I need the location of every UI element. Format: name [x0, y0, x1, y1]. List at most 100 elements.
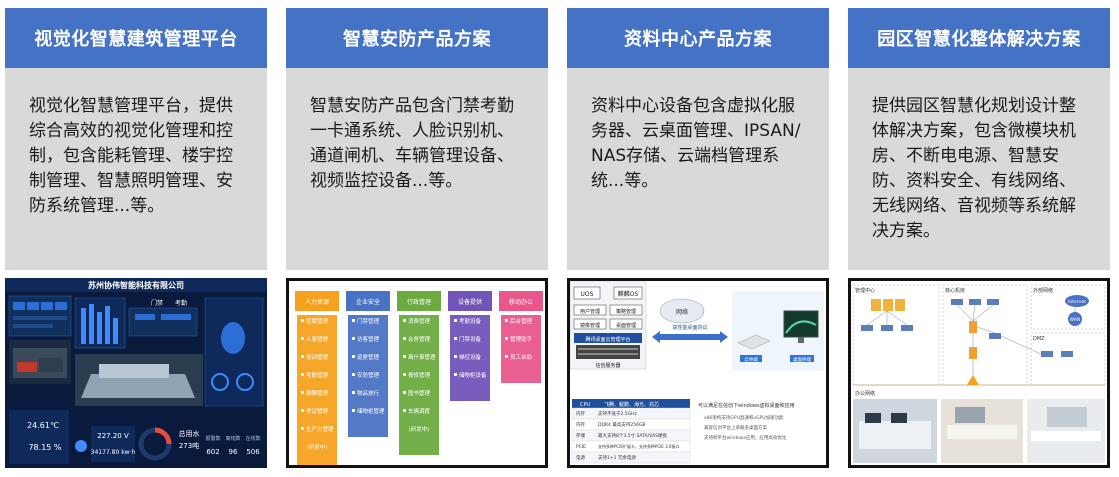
- column-item: 离什事管理: [408, 353, 436, 361]
- note-0: x86架构支持GPU直通和vGPU加速功能: [704, 414, 784, 421]
- column-item: 考证管理: [306, 407, 329, 415]
- card-title: 智慧安防产品方案: [286, 8, 548, 68]
- spec-table-rows: 内存 支持不低于2.5GHz 内存 DDR4 最高支持256GB 存储 最大支持…: [571, 407, 691, 464]
- column-header-bg: [397, 291, 441, 311]
- column-item-bullet: [301, 391, 304, 394]
- column-item: 培训管理: [306, 353, 329, 361]
- card-description: 视觉化智慧管理平台，提供综合高效的视觉化管理和控制，包含能耗管理、楼宇控制管理、…: [5, 68, 267, 270]
- column-item: 图书管理: [408, 389, 431, 397]
- column-item-bullet: [505, 355, 508, 358]
- column-item: 消费管理: [408, 317, 431, 325]
- column-item-bullet: [352, 373, 355, 376]
- gauge-label: 总用水: [179, 429, 200, 438]
- temperature-value: 24.61℃: [27, 421, 59, 430]
- zone-management: 管理中心: [855, 287, 875, 294]
- column-item-bullet: [301, 409, 304, 412]
- column-item: 梯控设备: [459, 353, 482, 361]
- box-uos: UOS: [581, 291, 594, 298]
- column-header: 设备提供: [458, 298, 482, 306]
- column-item-bullet: [352, 319, 355, 322]
- column-item-bullet: [454, 337, 457, 340]
- table-head-vendors: 飞腾、鲲鹏、海光、兆芯: [604, 401, 659, 408]
- card-building-platform: 视觉化智慧建筑管理平台 视觉化智慧管理平台，提供综合高效的视觉化管理和控制，包含…: [5, 8, 267, 468]
- zone-core-room: 核心机房: [945, 287, 965, 294]
- column-header: 移动办公: [509, 298, 533, 306]
- table-row-3-val: 支持多种PCIE扩展卡，支持多种PCIE 3.0接口: [598, 443, 679, 449]
- zone-dmz: DMZ: [1033, 336, 1045, 342]
- column-item-bullet: [352, 391, 355, 394]
- column-header-bg: [499, 291, 543, 311]
- column-item-bullet: [301, 337, 304, 340]
- column-item-bullet: [403, 409, 406, 412]
- stat-value-online: 506: [246, 448, 260, 456]
- campus-network-diagram: 管理中心 核心机房 外部网络 DMZ Internet WAN: [848, 278, 1110, 468]
- column-item-bullet: [403, 391, 406, 394]
- column-item-bullet: [454, 355, 457, 358]
- security-columns-diagram: 人力资源招聘管理人事管理培训管理考勤管理薪酬管理考证管理生产力管理(研发中)企业…: [289, 281, 545, 465]
- table-row-2-key: 存储: [576, 432, 585, 439]
- column-item-bullet: [505, 319, 508, 322]
- device-desktop-terminal: 桌面终端: [793, 356, 811, 363]
- network-label: 网络: [676, 308, 688, 316]
- column-item: 考勤管理: [306, 371, 329, 379]
- stat-value-alarm: 602: [206, 448, 219, 456]
- card-title: 园区智慧化整体解决方案: [848, 8, 1110, 68]
- card-title: 资料中心产品方案: [567, 8, 829, 68]
- wan-label: WAN: [1070, 317, 1081, 323]
- energy-value: 34177.80 kw·h: [91, 449, 136, 456]
- table-row-0-key: 内存: [576, 410, 585, 417]
- card-datacenter-products: 资料中心产品方案 资料中心设备包含虚拟化服务器、云桌面管理、IPSAN/ NAS…: [567, 8, 829, 468]
- notes-title: 可以满足在信创下windows虚拟桌面和应用: [698, 402, 795, 409]
- table-head-cpu: CPU: [580, 402, 591, 408]
- column-item: 管理助手: [510, 335, 533, 343]
- table-row-0-val: 支持不低于2.5GHz: [598, 410, 638, 417]
- column-item-bullet: [403, 355, 406, 358]
- card-title: 视觉化智慧建筑管理平台: [5, 8, 267, 68]
- column-item-bullet: [403, 337, 406, 340]
- column-item-bullet: [454, 319, 457, 322]
- column-item-bullet: [301, 319, 304, 322]
- column-item: (研发中): [307, 443, 328, 451]
- column-item: 访客管理: [357, 335, 380, 343]
- column-item: 储物柜管理: [357, 407, 385, 415]
- column-item: 员工自助: [510, 353, 533, 361]
- company-name: 苏州协伟智能科技有限公司: [88, 280, 184, 290]
- column-item: 车辆调度: [408, 407, 431, 415]
- column-item-bullet: [352, 355, 355, 358]
- humidity-value: 78.15 %: [28, 443, 61, 452]
- column-body: [399, 315, 439, 455]
- column-header-bg: [295, 291, 339, 311]
- column-item: 物品放行: [357, 389, 380, 397]
- security-diagram: 人力资源招聘管理人事管理培训管理考勤管理薪酬管理考证管理生产力管理(研发中)企业…: [286, 278, 548, 468]
- column-item: 储物柜设备: [459, 371, 487, 379]
- column-item: 报修管理: [408, 371, 431, 379]
- column-item-bullet: [301, 355, 304, 358]
- column-item: 招聘管理: [306, 317, 329, 325]
- column-item-bullet: [454, 373, 457, 376]
- column-header: 人力资源: [305, 298, 329, 306]
- column-item: 门禁设备: [459, 335, 482, 343]
- box-kylin: 麒麟OS: [618, 290, 639, 298]
- table-row-4-key: 电源: [576, 454, 585, 461]
- stat-label-offline: 离线数: [225, 435, 240, 442]
- stat-value-offline: 96: [229, 448, 238, 456]
- card-security-products: 智慧安防产品方案 智慧安防产品包含门禁考勤一卡通系统、人脸识别机、通道闸机、车辆…: [286, 8, 548, 468]
- protocol-label: 高性能桌面协议: [672, 324, 707, 331]
- column-item: 会务管理: [408, 335, 431, 343]
- column-item: 后台管理: [510, 317, 533, 325]
- box-policy-mgmt: 策略管理: [616, 308, 636, 315]
- note-2: 支持跨平台windows应用，应用高效优化: [704, 434, 787, 441]
- box-user-mgmt: 用户管理: [580, 308, 600, 315]
- column-item-bullet: [301, 427, 304, 430]
- column-item: 薪酬管理: [306, 389, 329, 397]
- datacenter-architecture-image: UOS 麒麟OS 用户管理 策略管理 镜像管理 桌面管理 腾讯桌面云管理平台 信…: [570, 281, 826, 465]
- column-body: [501, 315, 541, 383]
- column-item-bullet: [403, 373, 406, 376]
- office-network-label: 办公网络: [855, 390, 875, 397]
- device-thin-client: 云终端: [744, 356, 758, 363]
- zone-external: 外部网络: [1033, 287, 1053, 294]
- column-item-bullet: [301, 373, 304, 376]
- gauge-value: 273吨: [179, 441, 199, 450]
- table-row-1-key: 内存: [576, 421, 585, 428]
- label-access: 门禁: [151, 299, 163, 307]
